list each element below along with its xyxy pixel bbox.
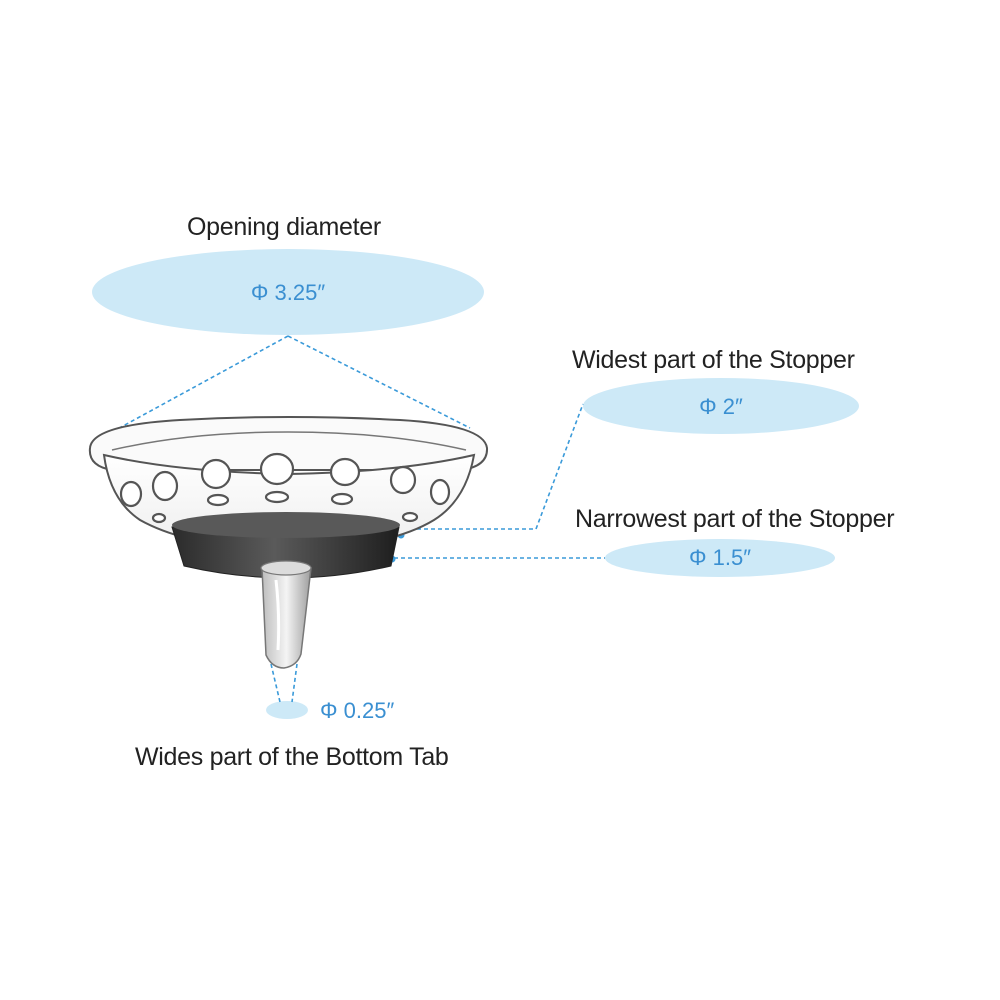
hole	[389, 465, 417, 495]
hole	[264, 490, 290, 504]
hole	[330, 492, 354, 506]
hole	[200, 458, 232, 490]
leader-lines	[111, 335, 605, 703]
widest-leader	[403, 403, 584, 530]
tab-leader-left	[270, 663, 281, 703]
hole	[206, 493, 230, 507]
narrowest-part-label: Narrowest part of the Stopper	[575, 505, 895, 533]
bottom-tab-label: Wides part of the Bottom Tab	[135, 743, 449, 771]
hole	[259, 452, 295, 486]
widest-part-ellipse	[583, 378, 859, 434]
hole	[329, 457, 361, 487]
hole	[401, 511, 419, 523]
widest-part-label: Widest part of the Stopper	[572, 346, 855, 374]
hole	[151, 470, 179, 502]
bottom-tab-ellipse	[266, 701, 308, 719]
hole	[119, 480, 143, 508]
opening-diameter-value: Φ 3.25″	[250, 280, 326, 305]
opening-diameter-label: Opening diameter	[187, 213, 381, 241]
opening-leader-left	[111, 335, 289, 433]
bottom-tab-collar	[260, 560, 312, 576]
strainer-stopper	[88, 416, 489, 669]
hole	[151, 512, 167, 524]
strainer-rim-inner	[111, 431, 467, 451]
stopper-base-top	[172, 512, 400, 538]
bottom-tab	[261, 567, 312, 669]
narrowest-part-value: Φ 1.5″	[688, 545, 752, 570]
narrowest-part-ellipse	[605, 539, 835, 577]
opening-diameter-ellipse	[92, 249, 484, 335]
strainer-holes	[119, 452, 451, 524]
bottom-tab-highlight	[274, 579, 281, 651]
widest-part-value: Φ 2″	[699, 394, 743, 419]
bottom-tab-value: Φ 0.25″	[320, 698, 395, 723]
hole	[429, 478, 451, 506]
tab-leader-right	[291, 663, 298, 703]
opening-leader-right	[287, 335, 471, 429]
